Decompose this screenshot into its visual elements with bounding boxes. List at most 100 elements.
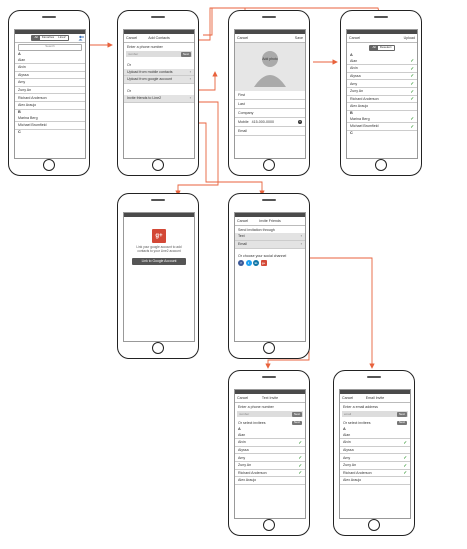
contact-row[interactable]: Alyssa✓ [347, 73, 417, 81]
chevron-right-icon: › [300, 233, 302, 239]
home-button[interactable] [152, 159, 164, 171]
home-button[interactable] [263, 342, 275, 354]
last-name-field[interactable]: Last [235, 100, 305, 109]
contact-row[interactable]: Alvin [15, 64, 85, 72]
checkmark-icon[interactable]: ✓ [410, 124, 414, 129]
checkmark-icon[interactable]: ✓ [410, 96, 414, 102]
contact-row[interactable]: Richard Anderson✓ [235, 470, 305, 478]
email-input[interactable]: email Next [342, 411, 408, 418]
contact-row[interactable]: Michael Brumfield [15, 122, 85, 130]
upload-mobile-contacts-row[interactable]: Upload from mobile contacts› [124, 68, 194, 77]
email-invite-row[interactable]: Email› [235, 240, 305, 249]
save-button[interactable]: Save [294, 35, 303, 40]
next-button-2[interactable]: Next [291, 420, 302, 426]
contact-row[interactable]: Amy✓ [340, 454, 410, 463]
next-button[interactable]: Next [396, 411, 407, 417]
contact-row[interactable]: Alex Araujo [340, 477, 410, 485]
contact-row[interactable]: Alex Araujo [235, 477, 305, 485]
checkmark-icon[interactable]: ✓ [403, 462, 407, 468]
checkmark-icon[interactable]: ✓ [410, 116, 414, 122]
contact-row[interactable]: Richard Anderson✓ [347, 96, 417, 104]
checkmark-icon[interactable]: ✓ [298, 462, 302, 468]
contact-row[interactable]: Amy [15, 79, 85, 87]
twitter-icon[interactable]: t [245, 259, 252, 266]
search-input[interactable]: Search [18, 44, 82, 51]
checkmark-icon[interactable]: ✓ [403, 455, 407, 461]
checkmark-icon[interactable]: ✓ [410, 88, 414, 94]
first-name-field[interactable]: First [235, 91, 305, 100]
next-button[interactable]: Next [180, 51, 191, 57]
contact-row[interactable]: Zuny An [15, 87, 85, 95]
invite-friends-row[interactable]: Invite friends to Line2› [124, 95, 194, 103]
contact-row[interactable]: Zuny An✓ [340, 462, 410, 470]
facebook-icon[interactable]: f [238, 259, 244, 266]
contact-name: Alex Araujo [343, 478, 362, 483]
checkmark-icon[interactable]: ✓ [410, 81, 414, 87]
home-button[interactable] [375, 159, 387, 171]
contact-row[interactable]: Zuny An✓ [235, 462, 305, 470]
tab-favorites[interactable]: Favorites [41, 35, 55, 40]
contact-row[interactable]: Marina Berg✓ [347, 116, 417, 124]
contact-row[interactable]: Alvin✓ [235, 439, 305, 447]
contact-row[interactable]: Richard Anderson [15, 94, 85, 103]
linkedin-icon[interactable]: in [253, 259, 259, 266]
home-button[interactable] [152, 342, 164, 354]
contact-row[interactable]: Alyssa [340, 447, 410, 455]
contact-row[interactable]: Marina Berg [15, 115, 85, 123]
google-plus-logo: g+ [152, 229, 166, 243]
phone-number-input[interactable]: number Next [126, 51, 192, 58]
cancel-button[interactable]: Cancel [237, 395, 249, 400]
contact-row[interactable]: Alyssa [235, 447, 305, 455]
next-button-2[interactable]: Next [396, 420, 407, 426]
home-button[interactable] [263, 159, 275, 171]
mobile-field[interactable]: Mobile 415-000-0000 + [235, 118, 305, 127]
checkmark-icon[interactable]: ✓ [298, 439, 302, 445]
google-plus-icon[interactable]: g+ [260, 259, 267, 266]
contact-row[interactable]: Michael Brumfield✓ [347, 123, 417, 131]
add-contact-icon[interactable] [78, 35, 84, 41]
tab-all[interactable]: All [32, 35, 40, 41]
contact-row[interactable]: Alyssa [15, 72, 85, 80]
contact-row[interactable]: Alan✓ [347, 58, 417, 66]
tab-line2[interactable]: Line2 [58, 35, 66, 40]
cancel-button[interactable]: Cancel [126, 35, 138, 40]
cancel-button[interactable]: Cancel [349, 35, 361, 40]
link-google-account-button[interactable]: Link to Google Account [132, 257, 186, 265]
text-invite-row[interactable]: Text› [235, 233, 305, 241]
contact-row[interactable]: Amy✓ [347, 80, 417, 88]
contact-row[interactable]: Alvin✓ [340, 439, 410, 447]
checkmark-icon[interactable]: ✓ [410, 73, 414, 79]
contact-row[interactable]: Alan [340, 432, 410, 440]
contact-row[interactable]: Alan [235, 432, 305, 440]
checkmark-icon[interactable]: ✓ [298, 455, 302, 461]
contact-row[interactable]: Alan [15, 57, 85, 65]
checkmark-icon[interactable]: ✓ [298, 470, 302, 476]
company-field[interactable]: Company [235, 109, 305, 118]
home-button[interactable] [43, 159, 55, 171]
tab-deselect[interactable]: Deselect [379, 45, 392, 49]
contact-row[interactable]: Richard Anderson✓ [340, 470, 410, 478]
cancel-button[interactable]: Cancel [237, 218, 249, 223]
cancel-button[interactable]: Cancel [342, 395, 354, 400]
email-field[interactable]: Email [235, 127, 305, 136]
home-button[interactable] [263, 519, 275, 531]
upload-button[interactable]: Upload [403, 35, 415, 40]
contact-row[interactable]: Alex Araujo [347, 103, 417, 111]
upload-google-account-row[interactable]: Upload from google account› [124, 76, 194, 84]
home-button[interactable] [368, 519, 380, 531]
phone-number-input[interactable]: number Next [237, 411, 303, 418]
photo-area[interactable]: Add photo [235, 43, 305, 91]
next-button[interactable]: Next [291, 411, 302, 417]
checkmark-icon[interactable]: ✓ [403, 439, 407, 445]
section-header-a: A [350, 52, 353, 57]
add-field-icon[interactable]: + [298, 120, 302, 124]
checkmark-icon[interactable]: ✓ [403, 470, 407, 476]
checkmark-icon[interactable]: ✓ [410, 65, 414, 71]
contact-row[interactable]: Zuny An✓ [347, 88, 417, 96]
checkmark-icon[interactable]: ✓ [410, 58, 414, 64]
tab-all[interactable]: All [370, 45, 378, 51]
contact-row[interactable]: Alex Araujo [15, 102, 85, 110]
cancel-button[interactable]: Cancel [237, 35, 249, 40]
contact-row[interactable]: Amy✓ [235, 454, 305, 463]
contact-row[interactable]: Alvin✓ [347, 65, 417, 73]
